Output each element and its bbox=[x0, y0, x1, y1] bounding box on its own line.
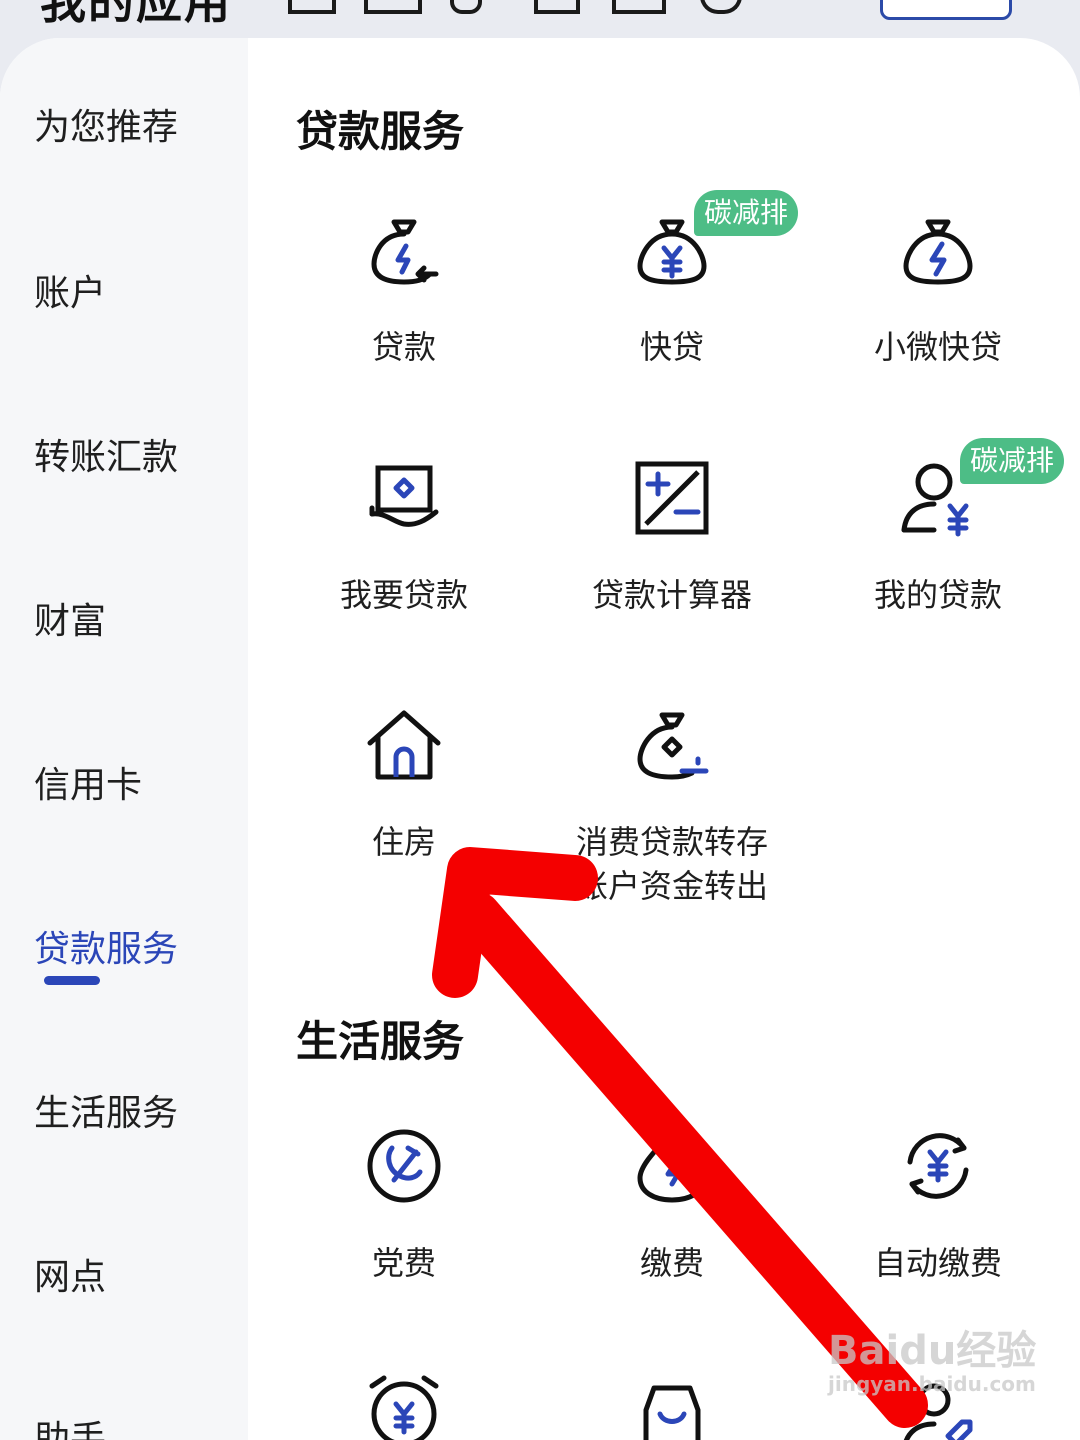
page-title: 我的应用 bbox=[40, 0, 232, 29]
watermark-url: jingyan.baidu.com bbox=[828, 1372, 1036, 1396]
car-icon[interactable] bbox=[632, 1370, 712, 1440]
tile-label: 贷款 bbox=[371, 328, 436, 366]
sidebar-item-loan-services[interactable]: 贷款服务 bbox=[34, 929, 179, 970]
tile-label: 我的贷款 bbox=[873, 576, 1002, 614]
watermark-brand: Baidu经验 bbox=[828, 1328, 1037, 1374]
alarm-yuan-icon[interactable] bbox=[364, 1370, 444, 1440]
calculator-icon bbox=[635, 461, 709, 535]
party-emblem-icon bbox=[367, 1129, 441, 1203]
bolt-circle-icon bbox=[637, 1129, 707, 1203]
section-title-loan: 贷款服务 bbox=[296, 107, 465, 156]
tile-label: 我要贷款 bbox=[339, 576, 468, 614]
tile-party-dues[interactable]: 党费 bbox=[270, 1126, 538, 1336]
user-yuan-icon bbox=[901, 463, 969, 537]
house-icon bbox=[367, 710, 441, 780]
sidebar-item-life-services[interactable]: 生活服务 bbox=[34, 1093, 179, 1134]
carbon-reduction-badge: 碳减排 bbox=[960, 438, 1065, 484]
money-bag-bolt-icon bbox=[903, 219, 973, 285]
money-bag-yuan-icon bbox=[637, 219, 707, 285]
watermark: Baidu经验 jingyan.baidu.com bbox=[828, 1318, 1036, 1396]
tile-label: 缴费 bbox=[639, 1244, 704, 1282]
active-indicator bbox=[44, 976, 100, 985]
card-icon[interactable] bbox=[612, 0, 666, 14]
sidebar-item-wealth[interactable]: 财富 bbox=[34, 601, 107, 642]
tile-auto-payment[interactable]: 自动缴费 bbox=[804, 1126, 1072, 1336]
tile-loan-calculator[interactable]: 贷款计算器 bbox=[538, 458, 806, 668]
tile-my-loans[interactable]: 碳减排 我的贷款 bbox=[804, 438, 1072, 668]
sidebar-item-credit-card[interactable]: 信用卡 bbox=[34, 765, 143, 806]
tile-consumer-loan-transfer[interactable]: 消费贷款转存 账户资金转出 bbox=[538, 705, 806, 915]
sidebar-item-account[interactable]: 账户 bbox=[34, 273, 107, 314]
hand-card-icon bbox=[369, 465, 439, 527]
tile-micro-quick-loan[interactable]: 小微快贷 bbox=[804, 210, 1072, 420]
section-title-life: 生活服务 bbox=[296, 1017, 465, 1066]
tile-apply-loan[interactable]: 我要贷款 bbox=[270, 458, 538, 668]
sidebar-item-transfer[interactable]: 转账汇款 bbox=[34, 437, 179, 478]
tile-label: 消费贷款转存 账户资金转出 bbox=[538, 820, 806, 908]
sidebar-item-assistant[interactable]: 助手 bbox=[34, 1419, 107, 1440]
tile-housing[interactable]: 住房 bbox=[270, 705, 538, 915]
tile-label: 住房 bbox=[371, 823, 436, 861]
top-bar: 我的应用 bbox=[0, 0, 1080, 40]
tile-label: 自动缴费 bbox=[873, 1244, 1002, 1282]
tile-loan[interactable]: 贷款 bbox=[270, 210, 538, 420]
grid-icon[interactable] bbox=[364, 0, 422, 14]
carbon-reduction-badge: 碳减排 bbox=[694, 190, 799, 236]
services-content: 贷款服务 贷款 碳减排 快贷 bbox=[248, 38, 1080, 1440]
list-icon[interactable] bbox=[288, 0, 336, 14]
tile-label: 快贷 bbox=[639, 328, 704, 366]
tile-label: 小微快贷 bbox=[873, 328, 1002, 366]
sidebar-item-recommend[interactable]: 为您推荐 bbox=[34, 107, 179, 148]
user-icon[interactable] bbox=[450, 0, 482, 14]
tile-label: 贷款计算器 bbox=[591, 576, 752, 614]
tile-label-line-1: 消费贷款转存 bbox=[575, 823, 768, 861]
sidebar-item-branches[interactable]: 网点 bbox=[34, 1257, 107, 1298]
tile-bill-payment[interactable]: 缴费 bbox=[538, 1126, 806, 1336]
tile-label: 党费 bbox=[371, 1244, 436, 1282]
tile-label-line-2: 账户资金转出 bbox=[575, 867, 768, 905]
shield-icon[interactable] bbox=[700, 0, 742, 14]
category-sidebar: 为您推荐 账户 转账汇款 财富 信用卡 贷款服务 生活服务 网点 助手 bbox=[0, 38, 248, 1440]
money-bag-transfer-icon bbox=[637, 712, 709, 780]
yuan-cycle-icon bbox=[907, 1133, 969, 1199]
doc-icon[interactable] bbox=[534, 0, 580, 14]
main-panel: 为您推荐 账户 转账汇款 财富 信用卡 贷款服务 生活服务 网点 助手 贷款服务… bbox=[0, 38, 1080, 1440]
tile-quick-loan[interactable]: 碳减排 快贷 bbox=[538, 190, 806, 420]
top-action-button[interactable] bbox=[880, 0, 1012, 20]
money-bag-bolt-icon bbox=[371, 219, 439, 285]
